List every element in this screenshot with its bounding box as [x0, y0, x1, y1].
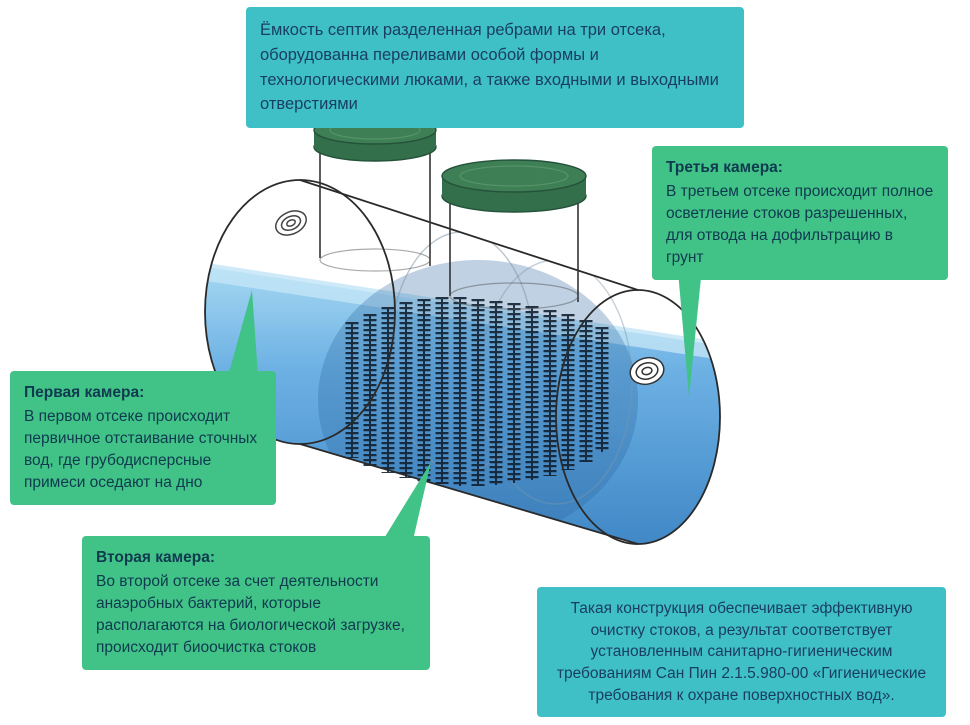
manhole-lid-2: [441, 159, 587, 213]
biological-load-brushes: [345, 297, 609, 486]
callout-first-chamber: Первая камера: В первом отсеке происходи…: [10, 371, 276, 505]
tank-description-text: Ёмкость септик разделенная ребрами на тр…: [260, 21, 719, 114]
callout-tank-description: Ёмкость септик разделенная ребрами на тр…: [246, 7, 744, 128]
first-chamber-title: Первая камера:: [24, 384, 145, 401]
manhole-neck-2: [449, 196, 579, 310]
first-chamber-body: В первом отсеке происходит первичное отс…: [24, 408, 258, 491]
callout-third-chamber: Третья камера: В третьем отсеке происход…: [652, 146, 948, 280]
third-chamber-body: В третьем отсеке происходит полное освет…: [666, 183, 934, 266]
tank-body: [204, 179, 721, 545]
conclusion-text: Такая конструкция обеспечивает эффективн…: [556, 600, 927, 704]
second-chamber-body: Во второй отсеке за счет деятельности ан…: [96, 573, 405, 656]
manhole-neck-1: [319, 147, 431, 272]
third-chamber-title: Третья камера:: [666, 159, 783, 176]
outlet-port: [629, 356, 665, 386]
pointer-third-chamber: [676, 248, 704, 397]
second-chamber-title: Вторая камера:: [96, 549, 215, 566]
pointer-second-chamber: [383, 462, 431, 540]
callout-conclusion: Такая конструкция обеспечивает эффективн…: [537, 587, 946, 718]
pointer-first-chamber: [228, 290, 258, 376]
callout-second-chamber: Вторая камера: Во второй отсеке за счет …: [82, 536, 430, 670]
inlet-port: [275, 210, 307, 236]
